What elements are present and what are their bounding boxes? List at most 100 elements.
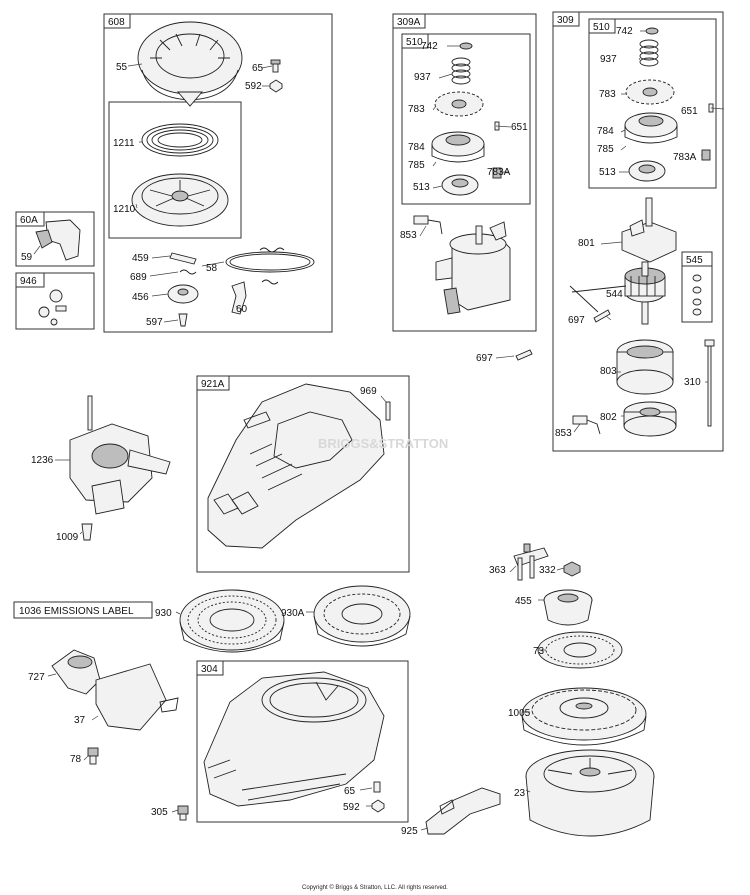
label-783-a: 783 <box>408 104 425 115</box>
label-58: 58 <box>206 263 218 274</box>
housing-803 <box>616 339 674 395</box>
flywheel-23 <box>525 749 655 837</box>
label-544: 544 <box>606 289 623 300</box>
label-59: 59 <box>21 252 33 263</box>
washer-592-b <box>371 799 385 813</box>
end-cap-802 <box>623 401 677 437</box>
box-60A: 60A 59 <box>15 211 95 267</box>
label-459: 459 <box>132 253 149 264</box>
box-921A: 921A <box>196 375 410 573</box>
box-510a-tag: 510 <box>406 37 423 48</box>
label-742-a: 742 <box>421 41 438 52</box>
cover-784-a <box>431 131 485 163</box>
gear-783-b <box>625 79 675 105</box>
flywheel-1005 <box>521 687 647 746</box>
label-801: 801 <box>578 238 595 249</box>
screw-597 <box>178 313 188 327</box>
box-309A: 309A 510 <box>392 13 537 332</box>
connector-853-a <box>413 215 443 235</box>
spring-937-b <box>639 39 659 67</box>
screw-1009 <box>81 523 93 541</box>
nut-783A-a <box>492 167 502 179</box>
spring-1211 <box>141 123 219 157</box>
box-545-tag: 545 <box>686 255 703 266</box>
screw-697-a <box>515 349 533 361</box>
box-309A-tag: 309A <box>397 17 421 28</box>
label-1211: 1211 <box>113 138 135 149</box>
label-803: 803 <box>600 366 617 377</box>
label-937-a: 937 <box>414 72 431 83</box>
box-304-tag: 304 <box>201 664 218 675</box>
handle-925 <box>425 787 501 835</box>
label-697-a: 697 <box>476 353 493 364</box>
label-802: 802 <box>600 412 617 423</box>
label-78: 78 <box>70 754 82 765</box>
watermark: BRIGGS&STRATTON <box>318 436 448 451</box>
label-783A-a: 783A <box>487 167 511 178</box>
pawl-459 <box>169 252 197 265</box>
label-73: 73 <box>533 646 545 657</box>
screw-697-b <box>593 309 611 323</box>
screw-78 <box>87 747 99 765</box>
label-785-a: 785 <box>408 160 425 171</box>
label-332: 332 <box>539 565 556 576</box>
bolt-65-a <box>270 59 281 73</box>
box-608-tag: 608 <box>108 17 125 28</box>
connector-853-b <box>572 415 601 435</box>
spring-689 <box>179 269 197 275</box>
box-60A-tag: 60A <box>20 215 38 226</box>
nut-332 <box>563 561 581 577</box>
nut-783A-b <box>701 149 711 161</box>
bolt-65-b <box>373 781 381 793</box>
label-1005: 1005 <box>508 708 531 719</box>
label-55: 55 <box>116 62 128 73</box>
label-783A-b: 783A <box>673 152 697 163</box>
label-592-a: 592 <box>245 81 262 92</box>
clip-742-a <box>459 42 473 50</box>
label-925: 925 <box>401 826 418 837</box>
label-1009: 1009 <box>56 532 79 543</box>
label-513-a: 513 <box>413 182 430 193</box>
emissions-label-1036: 1036 EMISSIONS LABEL <box>13 601 153 619</box>
screen-930 <box>179 589 285 653</box>
copyright: Copyright © Briggs & Stratton, LLC. All … <box>302 884 448 891</box>
cover-727 <box>51 649 101 695</box>
cup-455 <box>543 589 593 626</box>
label-592-b: 592 <box>343 802 360 813</box>
clip-742-b <box>645 27 659 35</box>
label-969: 969 <box>360 386 377 397</box>
label-930: 930 <box>155 608 172 619</box>
label-456: 456 <box>132 292 149 303</box>
armature-544 <box>624 261 666 325</box>
label-1210: 1210 <box>113 204 136 215</box>
label-513-b: 513 <box>599 167 616 178</box>
motor-309A <box>435 221 511 315</box>
screw-305 <box>177 805 189 821</box>
spring-937-a <box>451 57 471 85</box>
pulley-1210 <box>131 173 229 227</box>
end-cap-801 <box>621 197 677 263</box>
box-510b-tag: 510 <box>593 22 610 33</box>
label-363: 363 <box>489 565 506 576</box>
label-65-b: 65 <box>344 786 356 797</box>
label-23: 23 <box>514 788 526 799</box>
label-60: 60 <box>236 304 248 315</box>
cup-456 <box>167 284 199 304</box>
label-310: 310 <box>684 377 701 388</box>
clutch-513-a <box>441 174 479 196</box>
baffle-37 <box>95 663 179 731</box>
bolt-310 <box>704 339 715 427</box>
label-305: 305 <box>151 807 168 818</box>
box-921A-tag: 921A <box>201 379 225 390</box>
label-784-a: 784 <box>408 142 425 153</box>
gear-783-a <box>434 91 484 117</box>
box-946: 946 <box>15 272 95 330</box>
label-597: 597 <box>146 317 163 328</box>
label-37: 37 <box>74 715 86 726</box>
label-689: 689 <box>130 272 147 283</box>
label-455: 455 <box>515 596 532 607</box>
label-651-a: 651 <box>511 122 528 133</box>
box-946-tag: 946 <box>20 276 37 287</box>
clutch-513-b <box>628 160 666 182</box>
label-785-b: 785 <box>597 144 614 155</box>
